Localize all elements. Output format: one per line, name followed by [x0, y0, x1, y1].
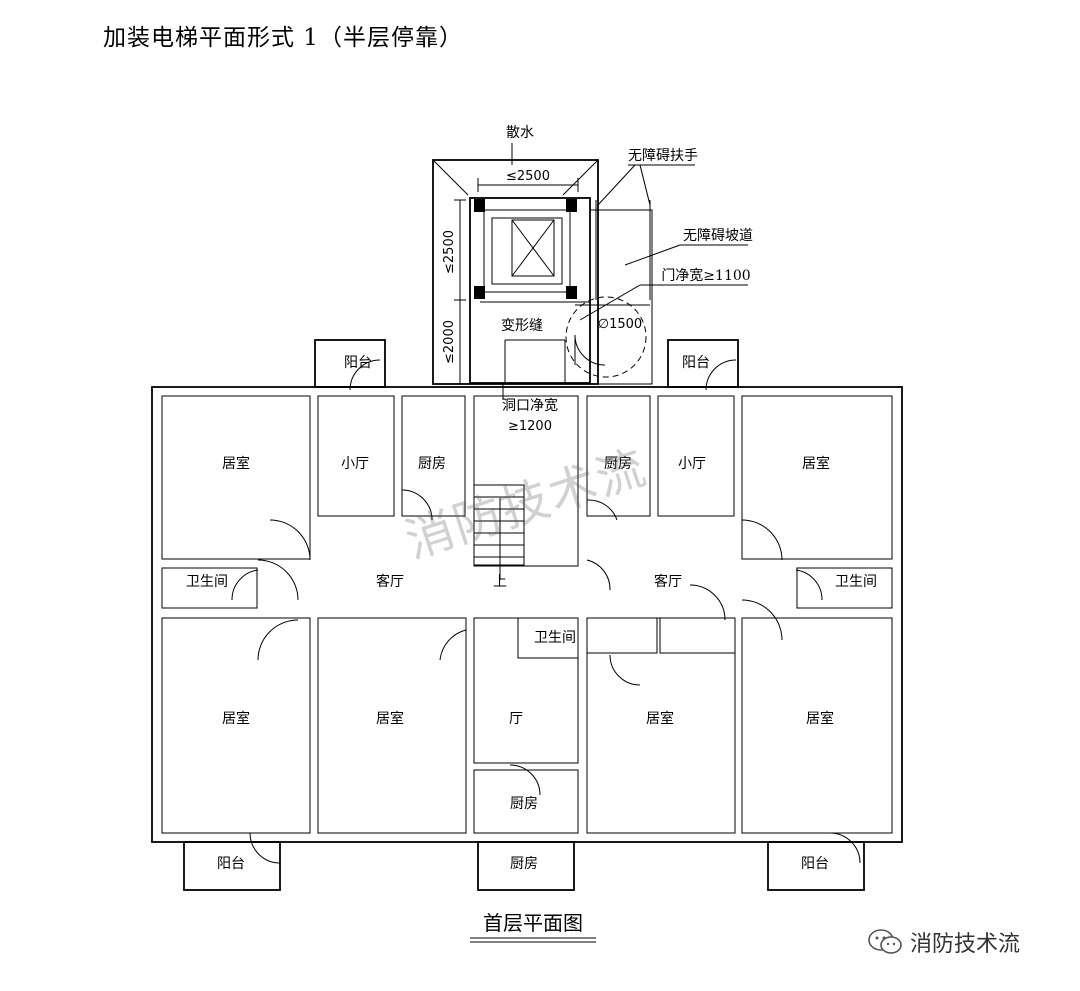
label-stair-up: 上 [493, 574, 507, 590]
room-bedroom-sw [161, 617, 311, 834]
brand-footer: 消防技术流 [868, 926, 1020, 958]
label-balcony-sw: 阳台 [217, 856, 245, 872]
room-bathroom-center [517, 617, 579, 659]
elevator-car [483, 209, 571, 293]
label-balcony-se: 阳台 [801, 856, 829, 872]
brand-name: 消防技术流 [910, 932, 1021, 957]
label-bedroom-center-e: 居室 [646, 710, 674, 727]
door-width-label: 门净宽≥1100 [661, 267, 750, 284]
balcony-ne [667, 339, 739, 388]
drainage-outline [432, 159, 599, 385]
room-small-hall-w [317, 395, 395, 517]
label-bedroom-sw: 居室 [222, 710, 250, 727]
wechat-icon [868, 929, 902, 954]
label-living-e: 客厅 [654, 573, 682, 590]
label-balcony-ne: 阳台 [682, 355, 710, 371]
ramp-outline [589, 209, 653, 385]
balcony-nw [314, 339, 386, 388]
depth2-dim-label: ≤2000 [442, 320, 457, 364]
stair-area [473, 395, 579, 567]
opening-label: 洞口净宽 [502, 397, 558, 414]
balcony-se [767, 841, 865, 891]
label-hall: 厅 [509, 711, 523, 727]
turning-circle [565, 296, 647, 378]
room-kitchen-nw [401, 395, 466, 517]
label-bedroom-center-w: 居室 [376, 710, 404, 727]
label-bathroom-w: 卫生间 [186, 574, 228, 590]
opening-dim-label: ≥1200 [508, 419, 552, 434]
room-bathroom-e [796, 567, 893, 609]
label-small-hall-e: 小厅 [678, 456, 706, 472]
room-bedroom-ne [741, 395, 893, 560]
label-living-w: 客厅 [376, 573, 404, 590]
room-bedroom-center-w [317, 617, 467, 834]
elevator-addition [432, 143, 748, 400]
drainage-label: 散水 [506, 125, 534, 141]
building-walls [151, 339, 903, 891]
room-small-hall-e [657, 395, 735, 517]
width-dim-label: ≤2500 [506, 169, 550, 184]
handrail-label: 无障碍扶手 [628, 148, 698, 164]
room-bedroom-se [741, 617, 893, 834]
joint-label: 变形缝 [501, 318, 543, 334]
room-kitchen-ne [586, 395, 651, 517]
turning-label: ∅1500 [598, 317, 642, 332]
balcony-sw [183, 841, 281, 891]
label-bathroom-e: 卫生间 [835, 574, 877, 590]
plan-caption: 首层平面图 [483, 911, 583, 935]
ramp-label: 无障碍坡道 [683, 228, 753, 244]
kitchen-s-ext [477, 841, 575, 891]
label-bedroom-nw: 居室 [222, 455, 250, 472]
label-small-hall-w: 小厅 [341, 456, 369, 472]
label-balcony-nw: 阳台 [344, 355, 372, 371]
label-bathroom-center: 卫生间 [534, 630, 576, 646]
label-bedroom-se: 居室 [806, 710, 834, 727]
label-kitchen-ne: 厨房 [604, 456, 632, 472]
label-kitchen-s: 厨房 [510, 796, 538, 812]
page-title: 加装电梯平面形式 1（半层停靠） [103, 25, 463, 51]
room-bedroom-nw [161, 395, 311, 560]
label-kitchen-ext: 厨房 [510, 856, 538, 872]
room-bathroom-w [161, 567, 258, 609]
label-bedroom-ne: 居室 [802, 455, 830, 472]
depth-dim-label: ≤2500 [442, 230, 457, 274]
label-kitchen-nw: 厨房 [418, 456, 446, 472]
